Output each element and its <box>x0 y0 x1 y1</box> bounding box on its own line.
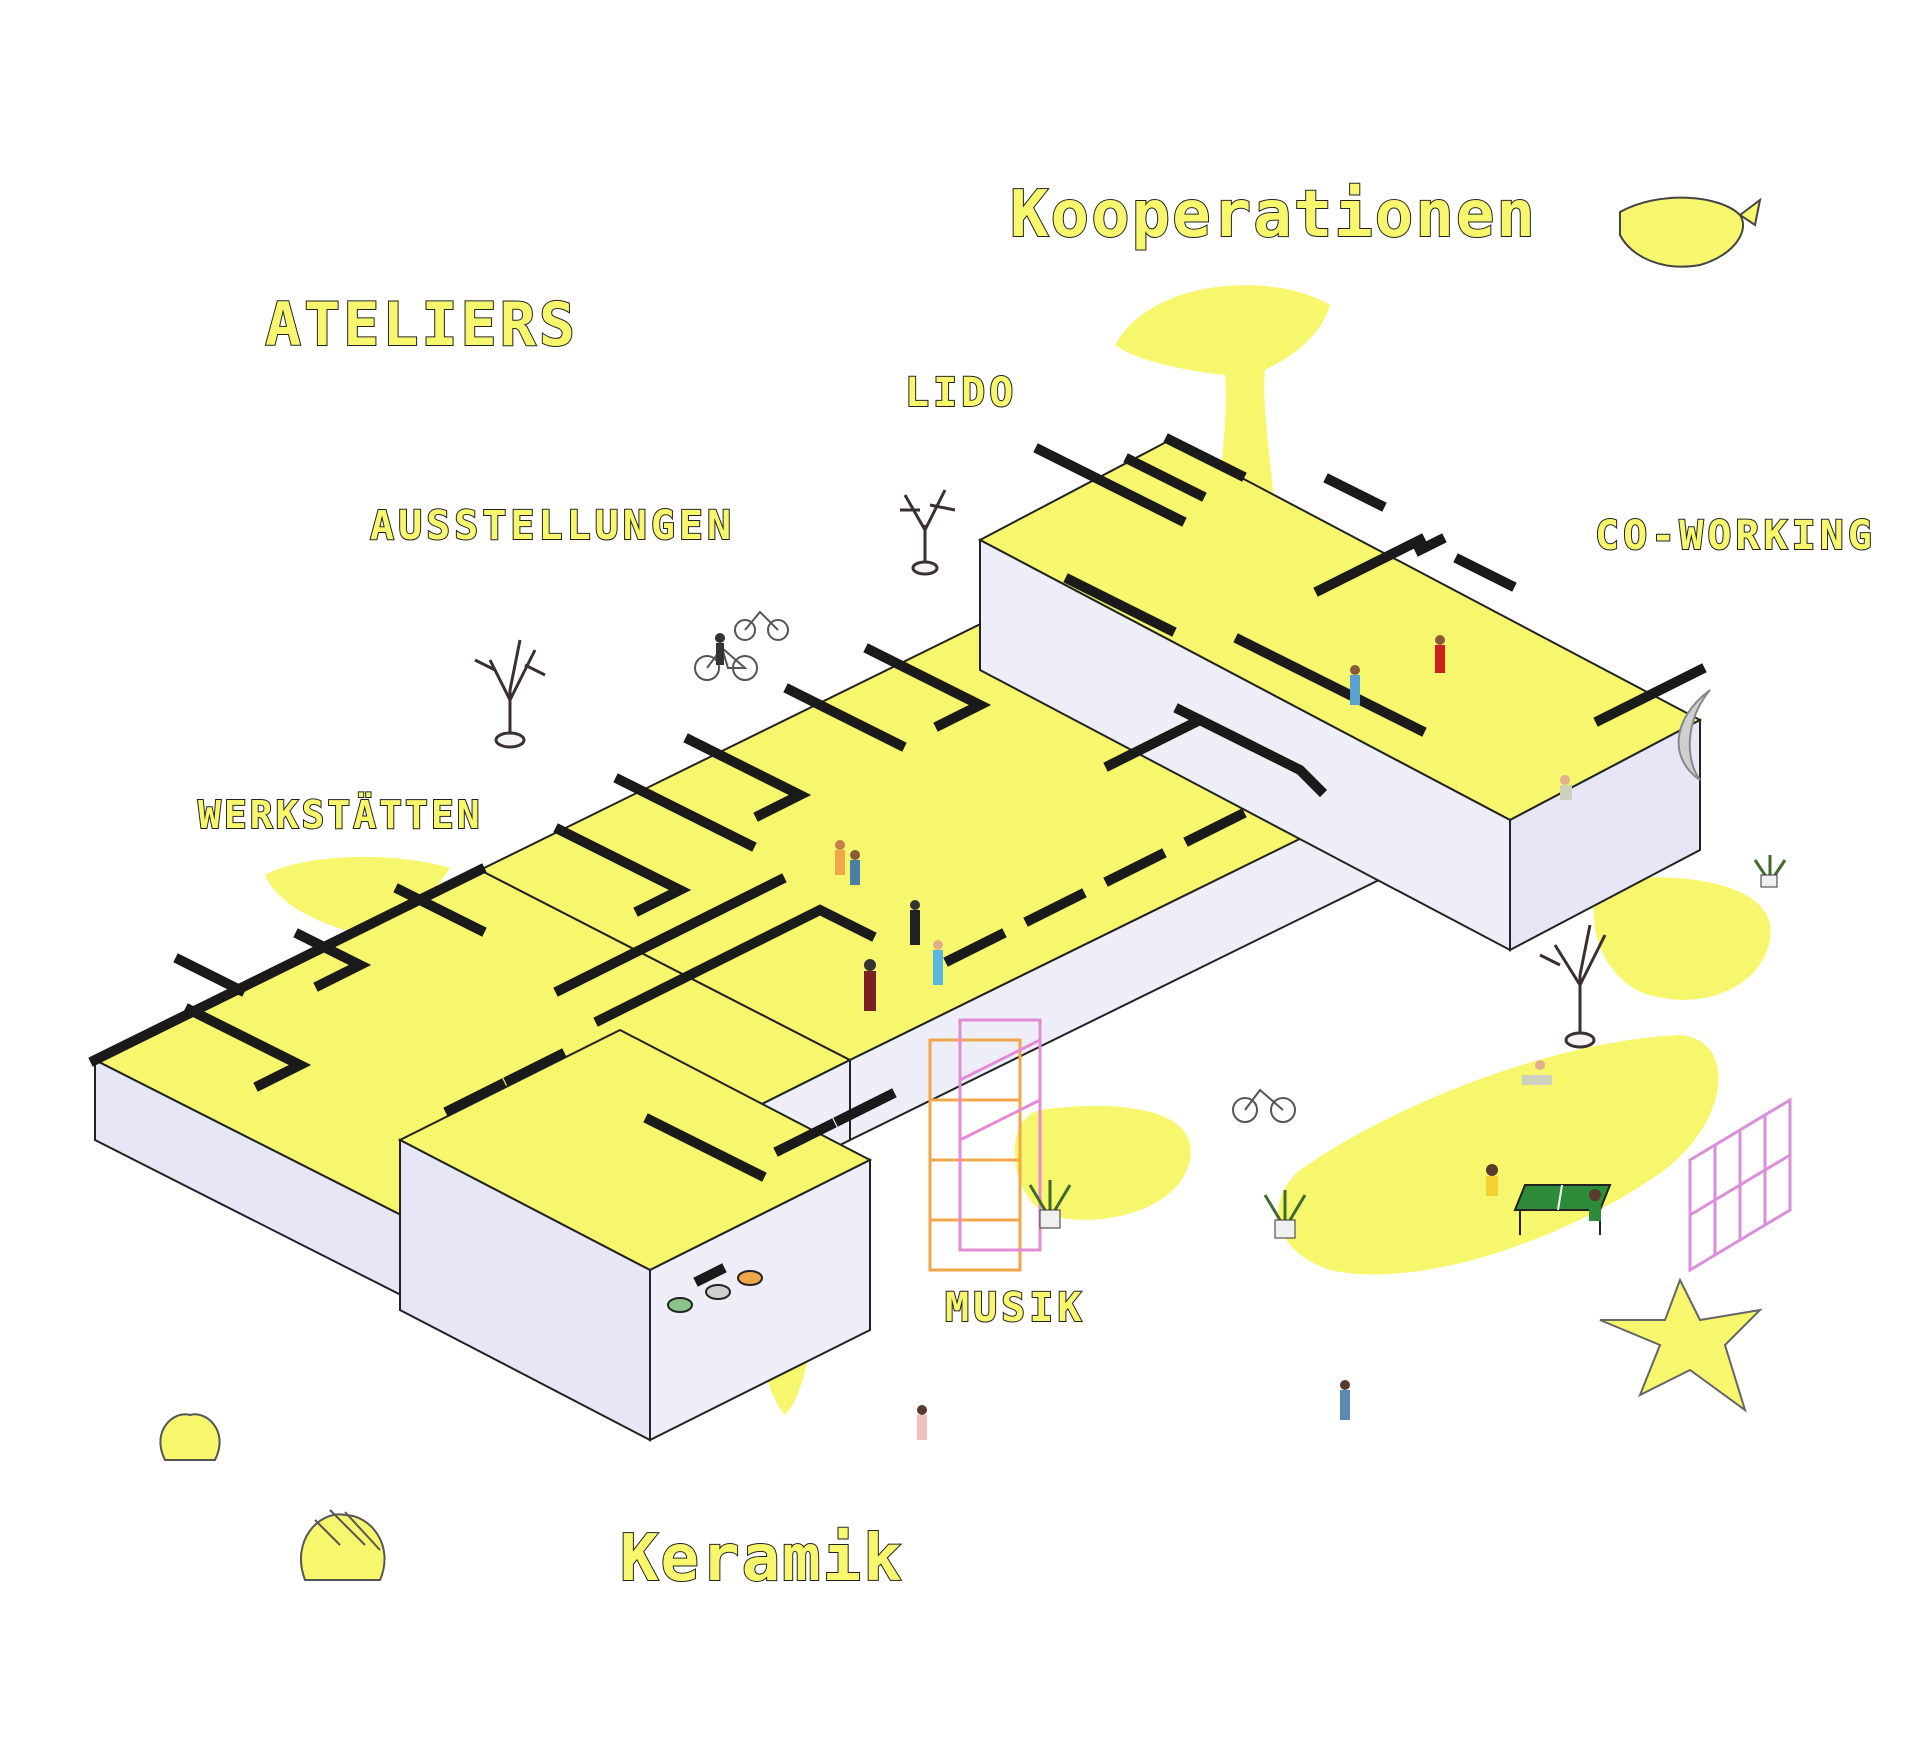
shelf-scaffold <box>1688 1097 1792 1273</box>
label-keramik: Keramik <box>619 1521 904 1597</box>
barrel-group <box>667 1270 763 1313</box>
person-icon <box>715 633 1601 1440</box>
bottom-wing-face-right <box>649 1158 871 1442</box>
side-blob <box>1593 877 1771 1000</box>
tree-icon <box>474 489 1607 1049</box>
label-co-working: CO-WORKING <box>1594 512 1876 560</box>
label-musik: MUSIK <box>944 1284 1086 1332</box>
label-ateliers: ATELIERS <box>264 289 578 361</box>
label-lido: LIDO <box>904 369 1018 417</box>
lemon-icon <box>1619 196 1762 268</box>
scaffold-icon <box>928 1018 1042 1272</box>
park-lawn <box>1278 1035 1719 1275</box>
interior-walls <box>88 433 1707 1287</box>
musik-blob <box>1014 1105 1191 1220</box>
moon-icon <box>1677 689 1711 781</box>
starfish-icon <box>1599 1277 1763 1413</box>
label-werkstaetten: WERKSTÄTTEN <box>197 792 483 838</box>
shell-icon <box>159 1413 386 1581</box>
fountain-right <box>1115 285 1330 560</box>
plant-pot-icon <box>1028 855 1787 1239</box>
label-kooperationen: Kooperationen <box>1009 177 1537 253</box>
label-ausstellungen: AUSSTELLUNGEN <box>369 502 736 550</box>
bicycle-icon <box>694 610 1296 1123</box>
